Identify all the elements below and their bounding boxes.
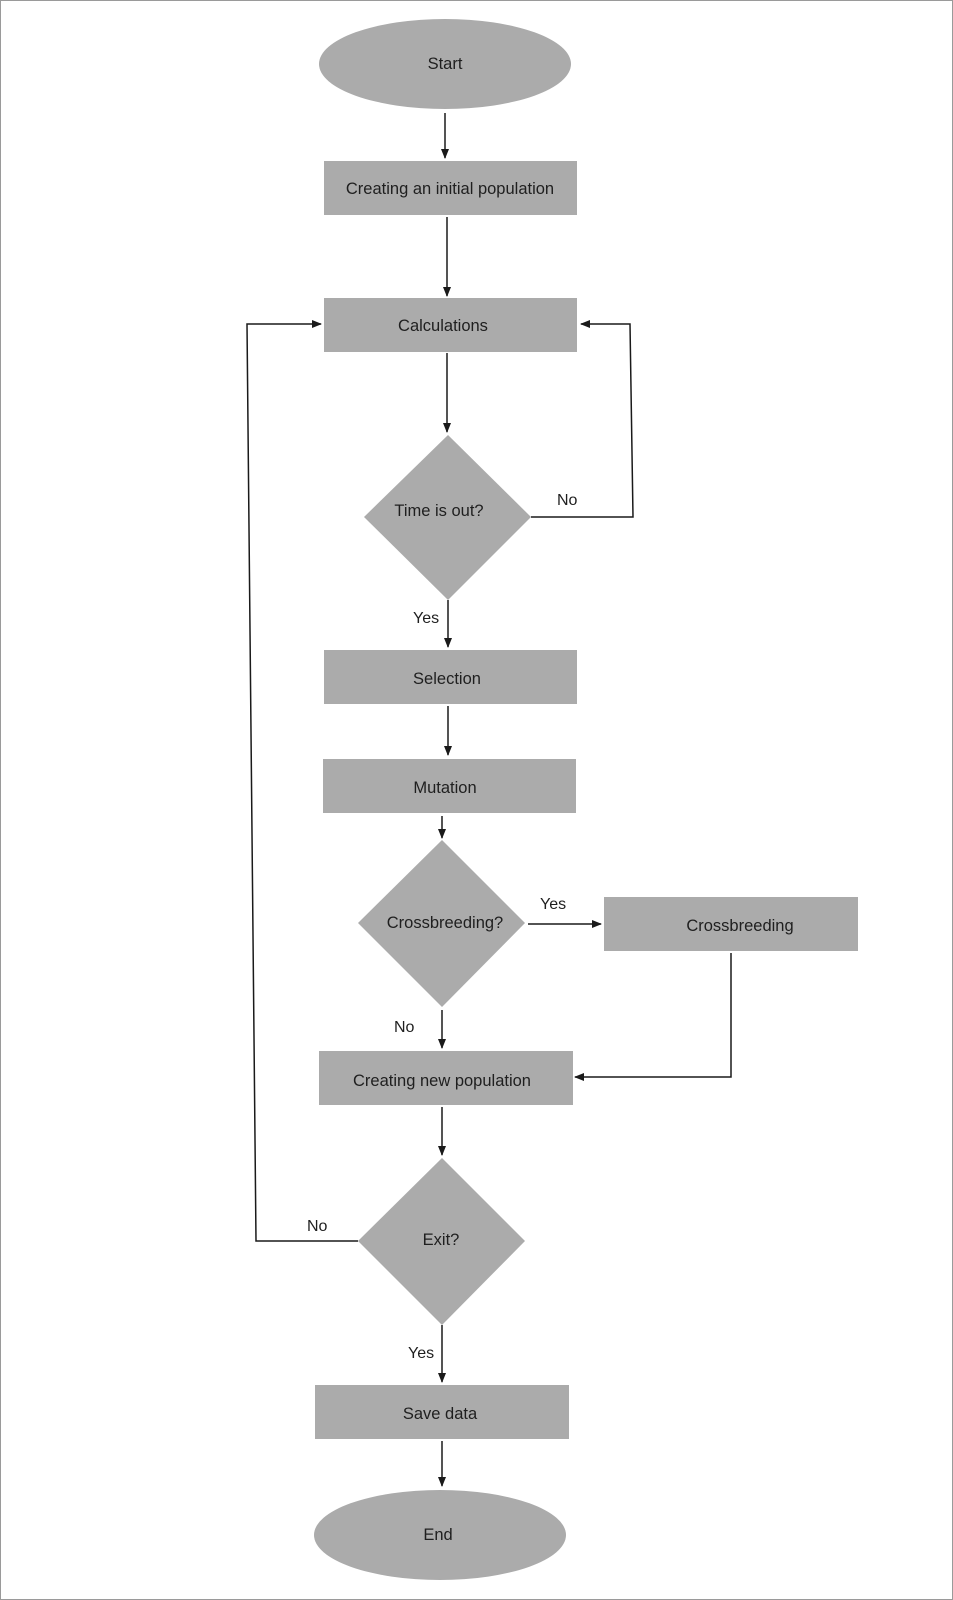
start-label: Start (428, 55, 463, 73)
start-node: Start (319, 19, 571, 109)
crossbreeding-decision-label: Crossbreeding? (387, 914, 503, 932)
end-node: End (314, 1490, 566, 1580)
time-decision-label: Time is out? (394, 502, 483, 520)
mutation-node: Mutation (323, 759, 576, 813)
crossbreeding-node: Crossbreeding (604, 897, 858, 951)
exit-no-label: No (307, 1218, 328, 1235)
edge-exit-no-loop (246, 320, 358, 1242)
time-no-label: No (557, 492, 578, 509)
mutation-label: Mutation (413, 779, 476, 797)
cross-no-label: No (394, 1019, 415, 1036)
exit-decision-node: Exit? (358, 1158, 525, 1325)
save-data-label: Save data (403, 1405, 478, 1423)
init-node: Creating an initial population (324, 161, 577, 215)
crossbreeding-label: Crossbreeding (686, 917, 793, 935)
crossbreeding-decision-node: Crossbreeding? (358, 840, 525, 1007)
time-yes-label: Yes (413, 610, 439, 627)
edge-cross-to-newpop (574, 953, 732, 1081)
calculations-label: Calculations (398, 317, 488, 335)
selection-node: Selection (324, 650, 577, 704)
exit-yes-label: Yes (408, 1345, 434, 1362)
end-label: End (423, 1526, 452, 1544)
selection-label: Selection (413, 670, 481, 688)
edge-time-no-loop (531, 320, 634, 518)
save-data-node: Save data (315, 1385, 569, 1439)
init-label: Creating an initial population (346, 180, 554, 198)
time-decision-node: Time is out? (364, 435, 531, 600)
exit-decision-label: Exit? (423, 1231, 460, 1249)
calculations-node: Calculations (324, 298, 577, 352)
cross-yes-label: Yes (540, 896, 566, 913)
new-population-node: Creating new population (319, 1051, 573, 1105)
new-population-label: Creating new population (353, 1072, 531, 1090)
